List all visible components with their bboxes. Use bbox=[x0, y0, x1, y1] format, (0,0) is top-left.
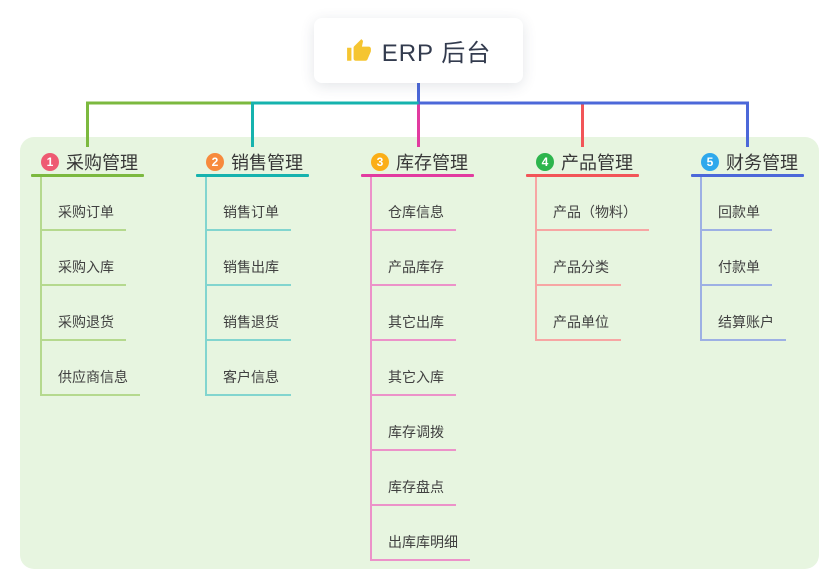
branch-title-label: 产品管理 bbox=[561, 152, 633, 173]
branch-child-connector bbox=[700, 177, 702, 341]
branch-number-badge: 3 bbox=[371, 152, 389, 171]
child-node[interactable]: 产品分类 bbox=[535, 259, 621, 286]
child-node[interactable]: 库存调拨 bbox=[370, 424, 456, 451]
branch-child-connector bbox=[40, 177, 42, 396]
branch-title-label: 采购管理 bbox=[66, 152, 138, 173]
child-node[interactable]: 结算账户 bbox=[700, 314, 786, 341]
branch-number-badge: 2 bbox=[206, 152, 224, 171]
child-node[interactable]: 采购订单 bbox=[40, 204, 126, 231]
child-node[interactable]: 销售出库 bbox=[205, 259, 291, 286]
root-title: ERP 后台 bbox=[381, 40, 492, 67]
child-node[interactable]: 回款单 bbox=[700, 204, 772, 231]
child-node[interactable]: 采购入库 bbox=[40, 259, 126, 286]
child-node[interactable]: 采购退货 bbox=[40, 314, 126, 341]
child-node[interactable]: 客户信息 bbox=[205, 369, 291, 396]
branch-number-badge: 4 bbox=[536, 152, 554, 171]
child-node[interactable]: 销售退货 bbox=[205, 314, 291, 341]
thumbs-up-icon bbox=[346, 38, 372, 64]
branch-number-badge: 1 bbox=[41, 152, 59, 171]
branch-underline bbox=[196, 174, 309, 177]
branch-child-connector bbox=[535, 177, 537, 341]
child-node[interactable]: 其它出库 bbox=[370, 314, 456, 341]
branches-panel bbox=[20, 137, 819, 569]
child-node[interactable]: 产品库存 bbox=[370, 259, 456, 286]
branch-title-4[interactable]: 4 产品管理 bbox=[526, 149, 639, 174]
branch-title-3[interactable]: 3 库存管理 bbox=[361, 149, 474, 174]
child-node[interactable]: 产品（物料） bbox=[535, 204, 649, 231]
child-node[interactable]: 其它入库 bbox=[370, 369, 456, 396]
child-node[interactable]: 库存盘点 bbox=[370, 479, 456, 506]
child-node[interactable]: 供应商信息 bbox=[40, 369, 140, 396]
branch-child-connector bbox=[205, 177, 207, 396]
branch-number-badge: 5 bbox=[701, 152, 719, 171]
branch-title-2[interactable]: 2 销售管理 bbox=[196, 149, 309, 174]
branch-child-connector bbox=[370, 177, 372, 561]
branch-title-1[interactable]: 1 采购管理 bbox=[31, 149, 144, 174]
root-node[interactable]: ERP 后台 bbox=[314, 18, 523, 83]
branch-underline bbox=[361, 174, 474, 177]
child-node[interactable]: 产品单位 bbox=[535, 314, 621, 341]
child-node[interactable]: 仓库信息 bbox=[370, 204, 456, 231]
child-node[interactable]: 销售订单 bbox=[205, 204, 291, 231]
child-node[interactable]: 付款单 bbox=[700, 259, 772, 286]
branch-title-5[interactable]: 5 财务管理 bbox=[691, 149, 804, 174]
branch-title-label: 财务管理 bbox=[726, 152, 798, 173]
branch-underline bbox=[31, 174, 144, 177]
branch-underline bbox=[691, 174, 804, 177]
branch-title-label: 销售管理 bbox=[231, 152, 303, 173]
branch-title-label: 库存管理 bbox=[396, 152, 468, 173]
child-node[interactable]: 出库库明细 bbox=[370, 534, 470, 561]
branch-underline bbox=[526, 174, 639, 177]
